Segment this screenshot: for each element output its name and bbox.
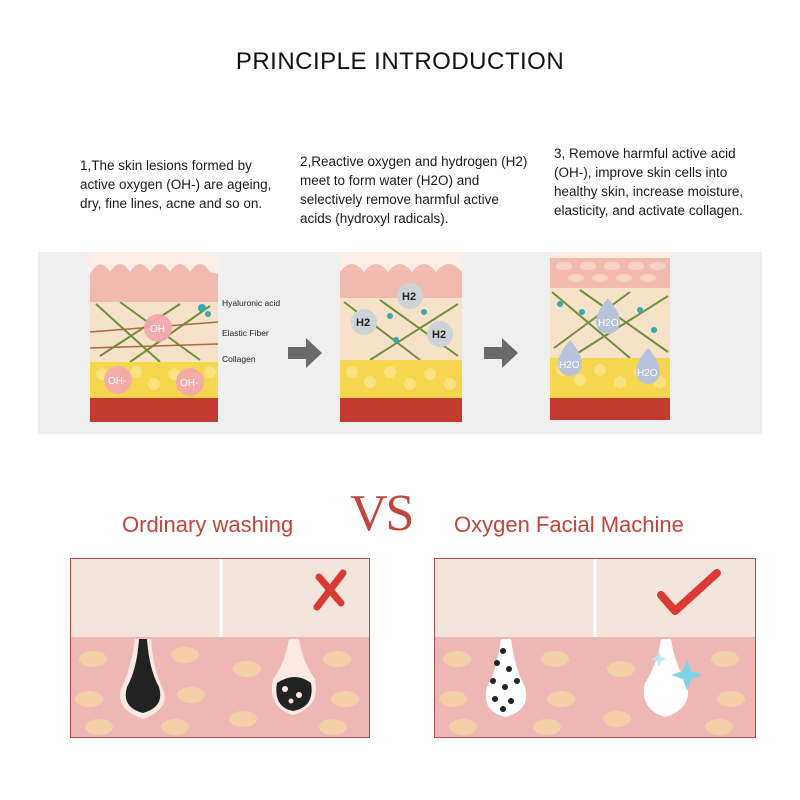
vs-label: VS [350, 485, 415, 542]
ordinary-washing-panel [70, 558, 370, 738]
skin-diagram-hydrogen: H2 H2 H2 [340, 252, 462, 422]
oxygen-facial-machine-label: Oxygen Facial Machine [454, 512, 684, 537]
step-1-text: 1,The skin lesions formed by active oxyg… [80, 158, 272, 211]
svg-text:H2: H2 [402, 291, 416, 303]
cross-icon [313, 569, 347, 611]
step-2-text: 2,Reactive oxygen and hydrogen (H2) meet… [300, 154, 528, 226]
principle-panel: 1,The skin lesions formed by active oxyg… [38, 112, 762, 434]
svg-text:OH-: OH- [108, 376, 126, 387]
svg-text:OH-: OH- [180, 378, 198, 389]
skin-diagram-healthy: H2O H2O H2O [550, 252, 670, 420]
oh-molecule [144, 314, 172, 342]
arrow-right-icon [288, 338, 322, 368]
sparkle-icon [671, 659, 703, 691]
legend-collagen: Collagen [222, 354, 256, 364]
step-3-text: 3, Remove harmful active acid (OH-), imp… [554, 146, 744, 218]
svg-text:H2: H2 [432, 329, 446, 341]
h2-molecule [397, 283, 423, 309]
svg-text:H2: H2 [356, 317, 370, 329]
pore-diagram-ordinary [71, 559, 369, 737]
svg-text:H2O: H2O [559, 360, 580, 371]
pore-diagram-oxygen [435, 559, 755, 737]
svg-text:OH: OH [150, 324, 165, 335]
legend-hyaluronic: Hyaluronic acid [222, 298, 281, 308]
svg-text:H2O: H2O [598, 318, 619, 329]
legend-elastic: Elastic Fiber [222, 328, 269, 338]
page-title: PRINCIPLE INTRODUCTION [235, 48, 565, 75]
ordinary-washing-label: Ordinary washing [122, 512, 294, 537]
oxygen-facial-panel [434, 558, 756, 738]
h2o-drop [596, 298, 620, 334]
svg-text:H2O: H2O [637, 368, 658, 379]
skin-diagram-damaged: OH OH- OH- [90, 252, 218, 422]
arrow-right-icon-2 [484, 338, 518, 368]
check-icon [657, 569, 721, 615]
blocked-pore [125, 639, 161, 713]
